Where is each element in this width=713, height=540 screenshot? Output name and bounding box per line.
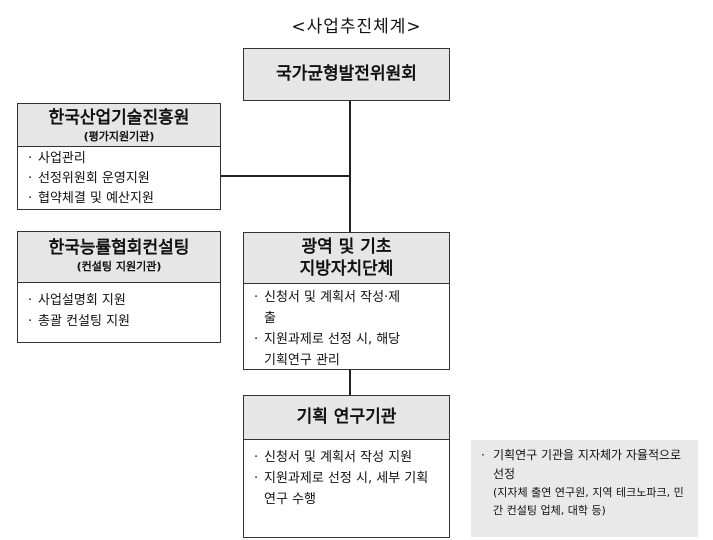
bottom-name: 기획 연구기관 (296, 407, 397, 427)
note-line2: (지자체 출연 연구원, 지역 테크노파크, 민간 컨설팅 업체, 대학 등) (493, 486, 684, 517)
list-item: 지원과제로 선정 시, 세부 기획연구 수행 (254, 468, 431, 510)
side-note: 기획연구 기관을 지자체가 자율적으로 선정 (지자체 출연 연구원, 지역 테… (471, 440, 698, 537)
bottom-header: 기획 연구기관 (244, 396, 449, 440)
list-item: 협약체결 및 예산지원 (28, 189, 210, 209)
list-item: 사업설명회 지원 (28, 290, 210, 311)
list-item: 선정위원회 운영지원 (28, 169, 210, 189)
left-top-header: 한국산업기술진흥원 (평가지원기관) (18, 104, 220, 147)
left-bottom-role: (컨설팅 지원기관) (76, 260, 162, 273)
left-top-name: 한국산업기술진흥원 (48, 108, 190, 128)
middle-items: 신청서 및 계획서 작성·제출 지원과제로 선정 시, 해당 기획연구 관리 (244, 284, 449, 371)
connector-top-to-middle (349, 101, 351, 233)
left-bottom-header: 한국능률협회컨설팅 (컨설팅 지원기관) (18, 232, 220, 283)
left-top-node: 한국산업기술진흥원 (평가지원기관) 사업관리 선정위원회 운영지원 협약체결 … (17, 103, 221, 210)
left-bottom-node: 한국능률협회컨설팅 (컨설팅 지원기관) 사업설명회 지원 총괄 컨설팅 지원 (17, 231, 221, 343)
note-line1: 기획연구 기관을 지자체가 자율적으로 선정 (481, 446, 688, 484)
bottom-node: 기획 연구기관 신청서 및 계획서 작성 지원 지원과제로 선정 시, 세부 기… (243, 395, 450, 538)
note-items: 기획연구 기관을 지자체가 자율적으로 선정 (481, 446, 688, 484)
connector-left-branch (220, 175, 350, 177)
top-node-name: 국가균형발전위원회 (276, 64, 417, 84)
middle-node: 광역 및 기초 지방자치단체 신청서 및 계획서 작성·제출 지원과제로 선정 … (243, 232, 450, 370)
list-item: 지원과제로 선정 시, 해당 기획연구 관리 (254, 329, 409, 371)
middle-name-line1: 광역 및 기초 (301, 237, 392, 257)
bottom-items: 신청서 및 계획서 작성 지원 지원과제로 선정 시, 세부 기획연구 수행 (244, 440, 449, 510)
left-bottom-name: 한국능률협회컨설팅 (48, 238, 190, 258)
connector-middle-to-bottom (349, 370, 351, 395)
top-node: 국가균형발전위원회 (243, 48, 450, 101)
list-item: 신청서 및 계획서 작성·제출 (254, 287, 409, 329)
list-item: 신청서 및 계획서 작성 지원 (254, 447, 431, 468)
list-item: 사업관리 (28, 149, 210, 169)
left-top-role: (평가지원기관) (83, 130, 155, 143)
list-item: 총괄 컨설팅 지원 (28, 311, 210, 332)
diagram-title: <사업추진체계> (291, 17, 422, 37)
middle-header: 광역 및 기초 지방자치단체 (244, 233, 449, 284)
left-top-items: 사업관리 선정위원회 운영지원 협약체결 및 예산지원 (18, 147, 220, 209)
left-bottom-items: 사업설명회 지원 총괄 컨설팅 지원 (18, 283, 220, 332)
middle-name-line2: 지방자치단체 (299, 259, 394, 279)
